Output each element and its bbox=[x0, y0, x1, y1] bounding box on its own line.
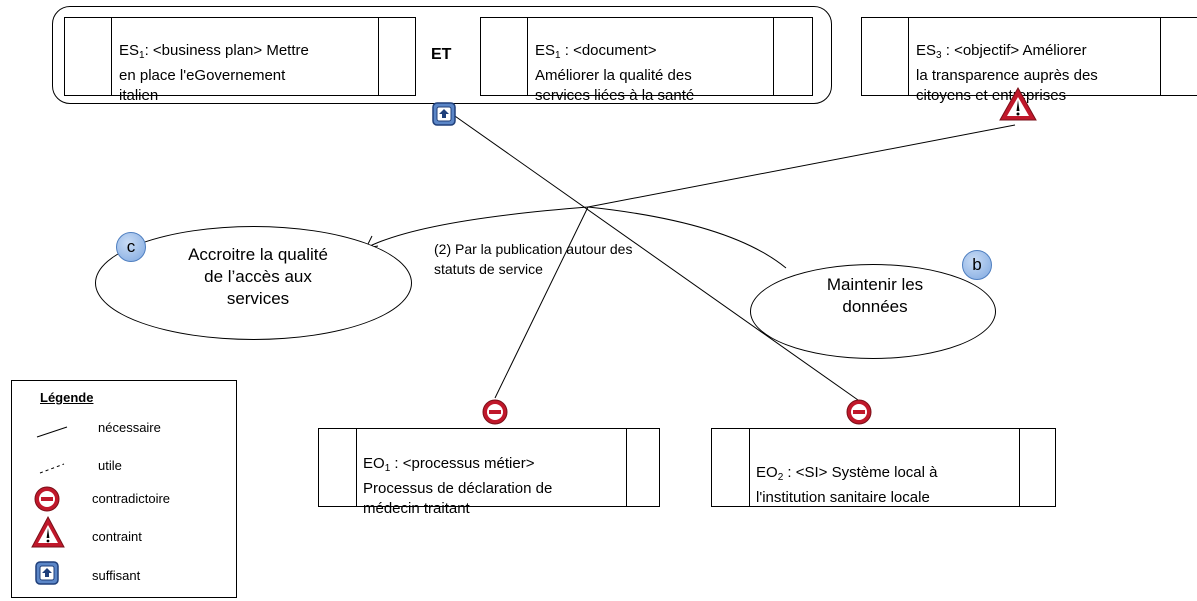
link-note: (2) Par la publication autour des statut… bbox=[434, 241, 633, 277]
constraint-curve bbox=[365, 206, 589, 249]
goal-b-badge: b bbox=[962, 250, 992, 280]
warning-icon bbox=[30, 515, 66, 549]
legend-useful-line bbox=[39, 463, 65, 474]
sufficient-icon bbox=[432, 102, 456, 126]
legend-label-necessary: nécessaire bbox=[98, 420, 161, 435]
legend-label-useful: utile bbox=[98, 458, 122, 473]
eo2-system-box[interactable]: EO2 : <SI> Système local à l'institution… bbox=[711, 428, 1056, 507]
goal-c-badge: c bbox=[116, 232, 146, 262]
legend-necessary-line bbox=[36, 426, 68, 438]
goal-c-text: Accroitre la qualité de l’accès aux serv… bbox=[188, 245, 328, 308]
warning-icon bbox=[998, 86, 1038, 122]
eo1-process-box[interactable]: EO1 : <processus métier> Processus de dé… bbox=[318, 428, 660, 517]
contradictory-icon bbox=[34, 486, 60, 512]
legend-box: Légende nécessaire utile contradictoire … bbox=[11, 380, 237, 598]
goal-c-ellipse[interactable] bbox=[95, 226, 412, 340]
constraint-link bbox=[587, 124, 1016, 208]
eo1-process-text: EO1 : <processus métier> Processus de dé… bbox=[363, 455, 553, 517]
legend-label-sufficient: suffisant bbox=[92, 568, 141, 583]
es3-objective-text: ES3 : <objectif> Améliorer la transparen… bbox=[916, 42, 1098, 104]
sufficient-icon bbox=[35, 561, 59, 585]
goal-b-ellipse[interactable] bbox=[750, 264, 996, 359]
contradictory-icon bbox=[846, 399, 872, 425]
es1-business-plan-text: ES1: <business plan> Mettre en place l'e… bbox=[119, 42, 309, 104]
es1-document-box[interactable]: ES1 : <document> Améliorer la qualité de… bbox=[480, 17, 813, 104]
eo1-link bbox=[494, 206, 589, 399]
es1-business-plan-box[interactable]: ES1: <business plan> Mettre en place l'e… bbox=[64, 17, 416, 104]
goal-b-text: Maintenir les données bbox=[826, 275, 924, 316]
legend-label-constraint: contraint bbox=[92, 529, 142, 544]
legend-label-contradictory: contradictoire bbox=[92, 491, 171, 506]
es1-document-text: ES1 : <document> Améliorer la qualité de… bbox=[535, 42, 695, 104]
goal-b-link bbox=[587, 206, 787, 269]
sufficient-link bbox=[451, 113, 859, 401]
es3-objective-box[interactable]: ES3 : <objectif> Améliorer la transparen… bbox=[861, 17, 1197, 104]
legend-title: Légende bbox=[40, 390, 94, 405]
et-connector-label: ET bbox=[431, 46, 452, 63]
eo2-system-text: EO2 : <SI> Système local à l'institution… bbox=[756, 464, 938, 506]
contradictory-icon bbox=[482, 399, 508, 425]
